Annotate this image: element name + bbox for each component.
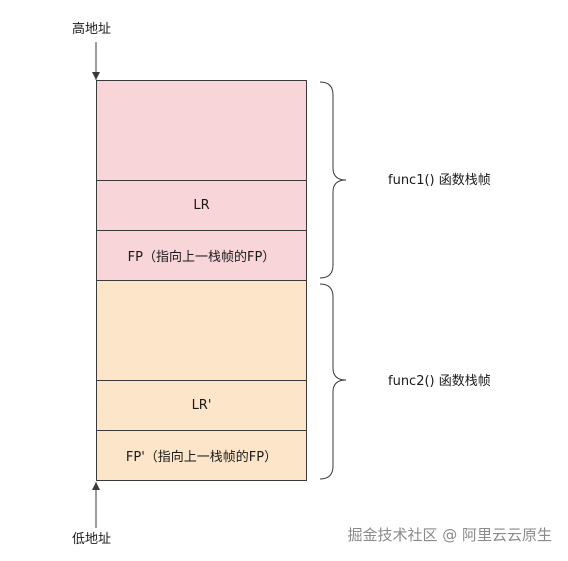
func1-lr-slot: LR <box>96 180 307 231</box>
func1-frame-label: func1() 函数栈帧 <box>388 173 491 188</box>
high-address-label: 高地址 <box>72 22 112 37</box>
high-address-arrowhead <box>92 72 100 80</box>
func2-fp-slot: FP'（指向上一栈帧的FP） <box>96 430 307 481</box>
func2-frame-locals <box>96 280 307 381</box>
func2-frame-label: func2() 函数栈帧 <box>388 374 491 389</box>
func2-lr-slot: LR' <box>96 380 307 431</box>
func1-brace <box>319 81 347 279</box>
func1-frame-locals <box>96 80 307 181</box>
low-address-arrowhead <box>92 482 100 490</box>
watermark: 掘金技术社区 @ 阿里云云原生 <box>347 526 552 544</box>
func1-fp-slot: FP（指向上一栈帧的FP） <box>96 230 307 281</box>
func2-brace <box>319 283 347 480</box>
low-address-label: 低地址 <box>72 532 112 547</box>
